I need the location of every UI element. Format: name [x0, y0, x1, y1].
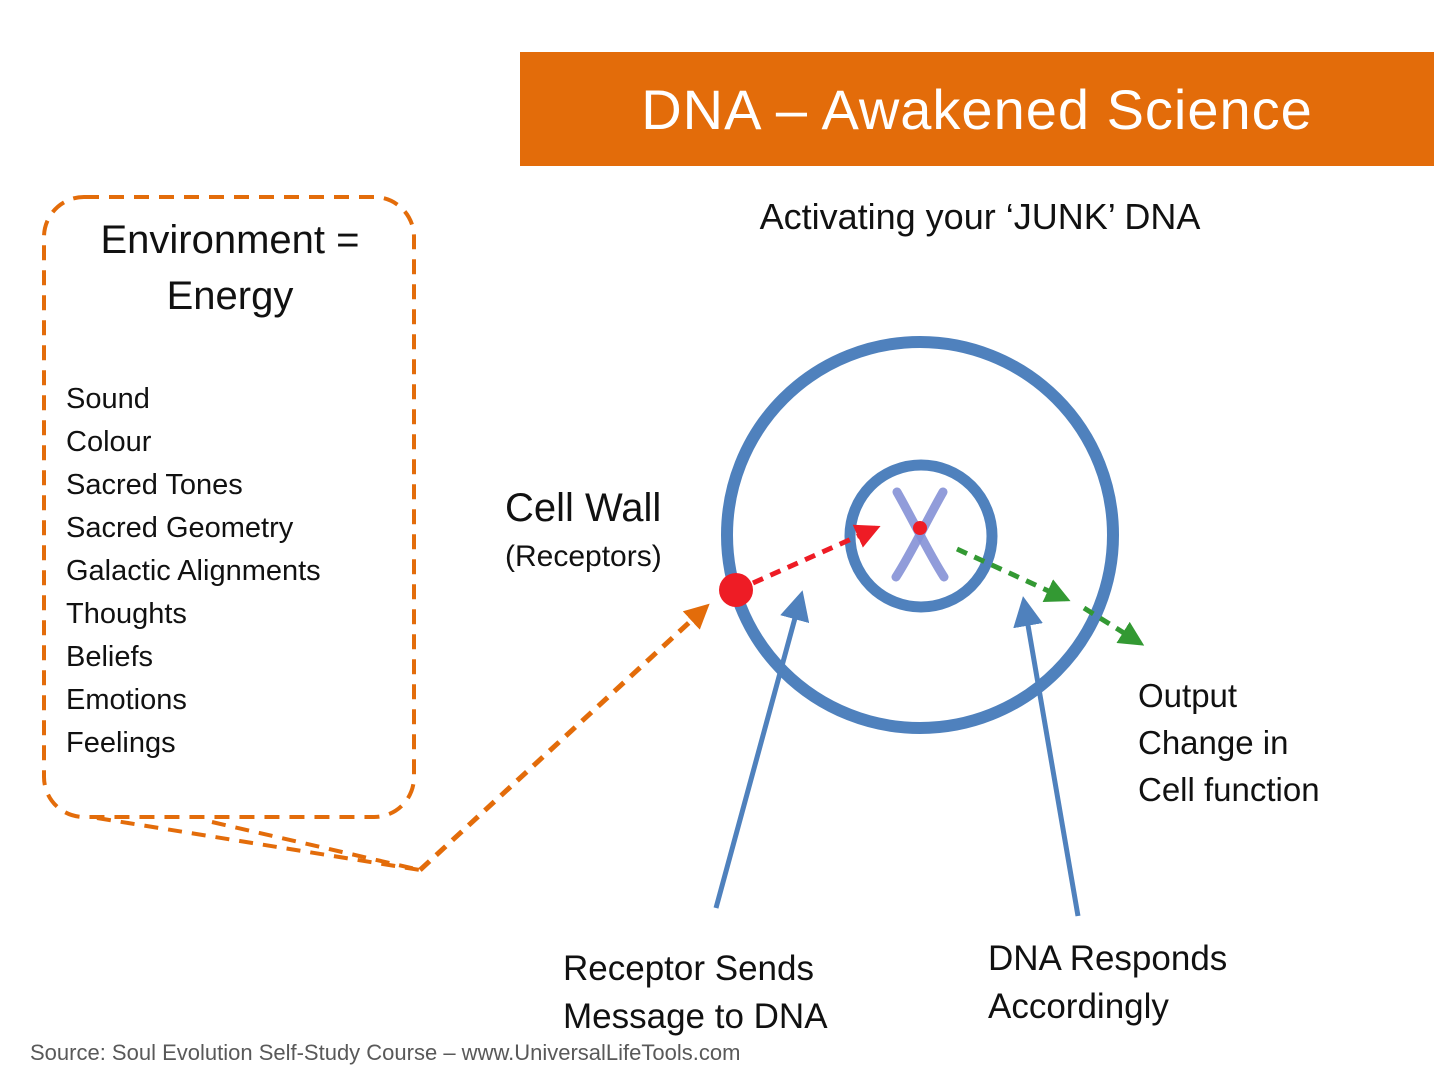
receptor-to-dna-arrow	[751, 524, 881, 586]
environment-list-item: Beliefs	[66, 641, 154, 673]
source-credit: Source: Soul Evolution Self-Study Course…	[30, 1040, 741, 1065]
environment-list-item: Emotions	[66, 684, 187, 716]
environment-list-item: Galactic Alignments	[66, 555, 321, 587]
cell-outer-circle	[721, 336, 1119, 734]
callout-tail-top	[96, 816, 421, 872]
callout-tail-bottom	[211, 820, 421, 872]
environment-to-receptor-arrow	[418, 603, 710, 872]
receptor-dot	[719, 573, 753, 607]
environment-list-item: Feelings	[66, 727, 176, 759]
dna-responds-label: DNA Responds Accordingly	[988, 939, 1228, 1026]
receptor-pointer-arrow	[713, 590, 810, 909]
receptor-message-label: Receptor Sends Message to DNA	[563, 949, 828, 1036]
environment-box	[42, 195, 416, 819]
cell-wall-sublabel: (Receptors)	[505, 540, 662, 573]
cell-wall-label: Cell Wall	[505, 486, 662, 530]
output-label: Output Change in Cell function	[1138, 677, 1320, 808]
environment-title: Environment = Energy	[100, 218, 360, 318]
environment-list-item: Sound	[66, 383, 150, 415]
environment-list-item: Thoughts	[66, 598, 187, 630]
dna-pointer-arrow	[1013, 596, 1081, 917]
environment-list-item: Colour	[66, 426, 152, 458]
cell-nucleus-circle	[844, 459, 998, 613]
environment-list: Sound Colour Sacred Tones Sacred Geometr…	[66, 378, 406, 765]
title-banner: DNA – Awakened Science	[520, 52, 1434, 166]
environment-list-item: Sacred Geometry	[66, 512, 294, 544]
subtitle: Activating your ‘JUNK’ DNA	[759, 196, 1201, 237]
dna-output-arrow-1	[955, 546, 1071, 603]
environment-list-item: Sacred Tones	[66, 469, 243, 501]
page-title: DNA – Awakened Science	[641, 77, 1313, 141]
chromosome-icon	[891, 487, 949, 582]
